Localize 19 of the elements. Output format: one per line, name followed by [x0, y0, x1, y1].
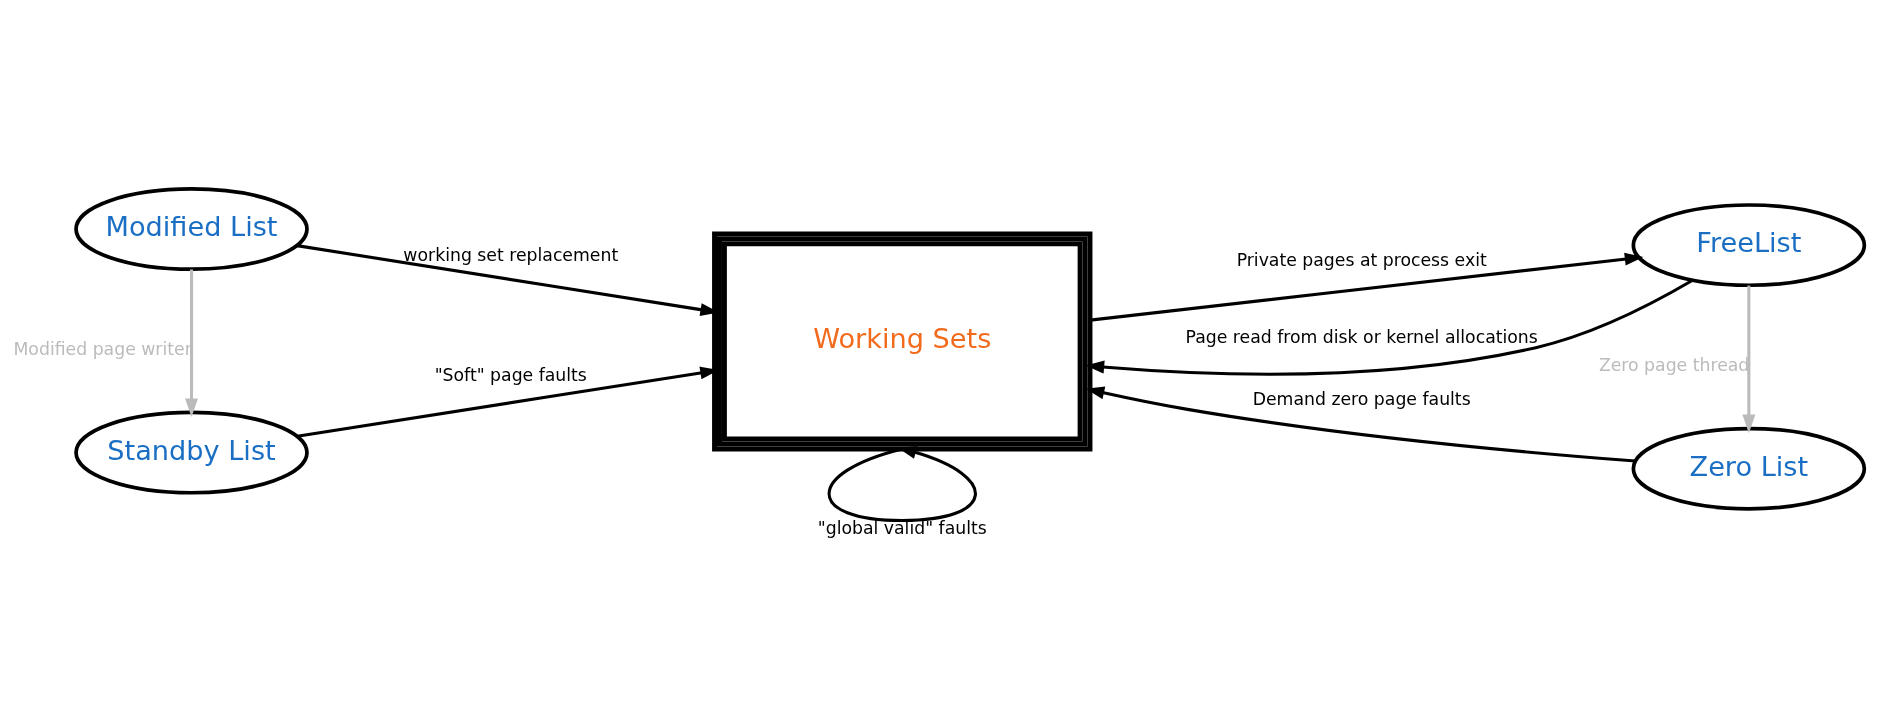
edge-label: Demand zero page faults — [1252, 388, 1471, 409]
edge-label: "Soft" page faults — [434, 364, 587, 385]
edge-label: Page read from disk or kernel allocations — [1185, 326, 1538, 347]
arrow — [828, 445, 977, 522]
edge-label: Private pages at process exit — [1236, 249, 1487, 270]
node-ellipse: FreeList — [1631, 202, 1867, 287]
edge-label: "global valid" faults — [817, 517, 987, 538]
edge-label: Modified page writer — [13, 338, 192, 359]
node-box: Working Sets — [712, 231, 1093, 451]
edge-label: Zero page thread — [1598, 354, 1750, 375]
edge-label: working set replacement — [403, 244, 619, 265]
arrow — [1085, 385, 1636, 463]
node-ellipse: Zero List — [1631, 426, 1867, 511]
arrow — [1742, 285, 1756, 433]
node-ellipse: Modified List — [74, 186, 309, 271]
node-ellipse: Standby List — [74, 410, 309, 495]
arrow — [185, 269, 198, 417]
arrow — [1085, 278, 1694, 376]
arrow — [1090, 252, 1644, 322]
